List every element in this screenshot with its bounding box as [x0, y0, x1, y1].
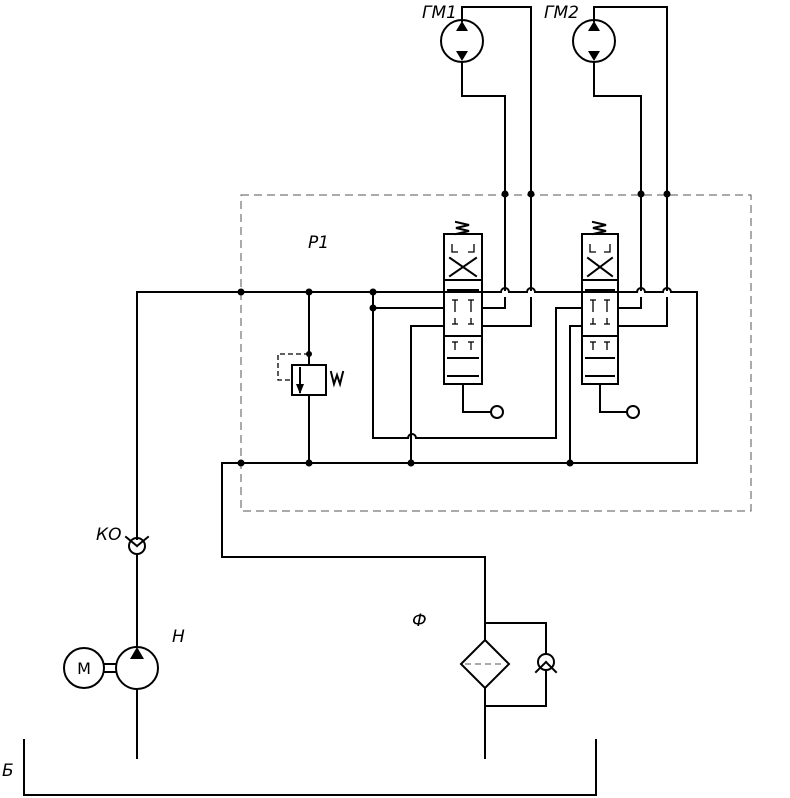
check-valve-label: КО — [96, 525, 121, 545]
return-branch-v1 — [410, 325, 445, 464]
motor2-line-a — [593, 6, 668, 291]
pressure-branch-2 — [372, 307, 409, 439]
check-valve: КО — [96, 525, 150, 555]
pressure-branch — [372, 291, 445, 309]
motor2-line-b-cont — [617, 297, 642, 309]
valve-section-1 — [443, 220, 504, 419]
tank — [23, 739, 597, 796]
pump: Н — [115, 627, 185, 690]
distributor-label: Р1 — [308, 233, 329, 253]
hydraulic-motor-1: ГМ1 — [422, 3, 484, 63]
motor1-label: ГМ1 — [422, 3, 457, 23]
return-line-main — [221, 462, 698, 558]
pump-label: Н — [172, 627, 185, 647]
electric-motor-label: М — [77, 659, 91, 678]
motor2-label: ГМ2 — [544, 3, 579, 23]
filter-bypass-line — [484, 622, 547, 654]
pressure-line-main — [136, 291, 502, 540]
valve-section-2 — [581, 220, 640, 419]
filter-bypass-line-2 — [484, 671, 547, 707]
motor1-line-a — [461, 6, 532, 291]
bypass-check-valve — [534, 653, 558, 674]
motor1-line-b — [461, 61, 506, 291]
relief-valve — [277, 291, 345, 464]
motor1-line-a-cont — [481, 297, 532, 327]
pressure-branch-hop — [406, 307, 583, 440]
pressure-line-seg3 — [635, 287, 698, 464]
junction-dots — [237, 190, 671, 467]
distributor-boundary — [240, 194, 752, 512]
electric-motor: М — [63, 647, 117, 689]
motor1-line-b-cont — [481, 297, 506, 309]
hydraulic-motor-2: ГМ2 — [544, 3, 616, 63]
pressure-line-seg2 — [508, 287, 638, 293]
return-to-filter — [221, 556, 486, 641]
motor2-line-a-cont — [617, 297, 668, 327]
filter-label: Ф — [412, 611, 427, 631]
tank-label: Б — [2, 761, 14, 781]
return-branch-v2 — [569, 325, 583, 464]
pressure-line-hop1 — [499, 287, 511, 294]
